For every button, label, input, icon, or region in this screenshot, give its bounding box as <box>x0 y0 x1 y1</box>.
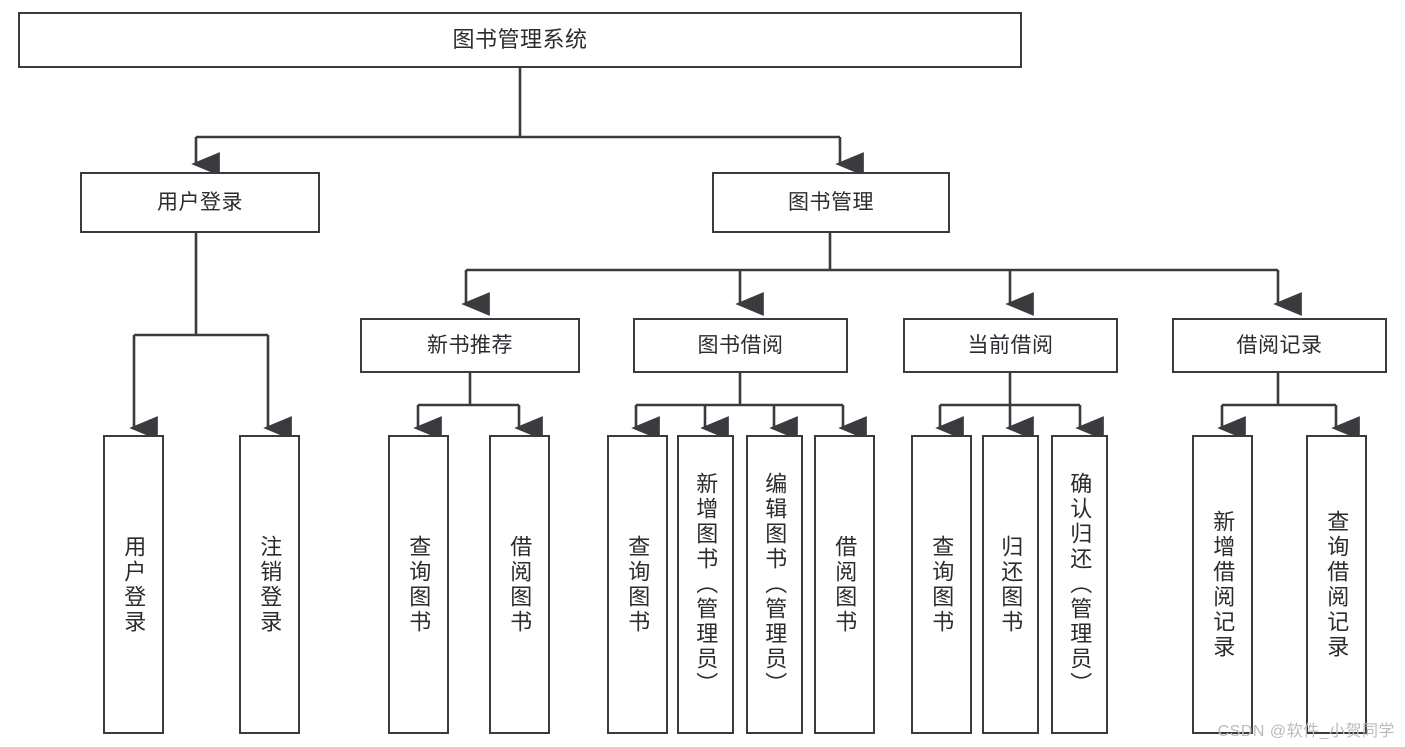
leaf-add-book-admin[interactable]: 新增图书（管理员） <box>677 435 734 734</box>
leaf-borrow-book[interactable]: 借阅图书 <box>814 435 875 734</box>
node-root-system[interactable]: 图书管理系统 <box>18 12 1022 68</box>
leaf-query-book-current[interactable]: 查询图书 <box>911 435 972 734</box>
leaf-add-borrow-record[interactable]: 新增借阅记录 <box>1192 435 1253 734</box>
leaf-confirm-return-admin[interactable]: 确认归还（管理员） <box>1051 435 1108 734</box>
node-current-borrow[interactable]: 当前借阅 <box>903 318 1118 373</box>
leaf-borrow-book-recommend[interactable]: 借阅图书 <box>489 435 550 734</box>
csdn-watermark: CSDN @软件_小贺同学 <box>1217 723 1395 740</box>
leaf-user-login[interactable]: 用户登录 <box>103 435 164 734</box>
node-user-login[interactable]: 用户登录 <box>80 172 320 233</box>
leaf-return-book[interactable]: 归还图书 <box>982 435 1039 734</box>
node-new-book-recommend[interactable]: 新书推荐 <box>360 318 580 373</box>
node-borrow-record[interactable]: 借阅记录 <box>1172 318 1387 373</box>
node-book-management[interactable]: 图书管理 <box>712 172 950 233</box>
leaf-query-borrow-record[interactable]: 查询借阅记录 <box>1306 435 1367 734</box>
leaf-user-logout[interactable]: 注销登录 <box>239 435 300 734</box>
leaf-edit-book-admin[interactable]: 编辑图书（管理员） <box>746 435 803 734</box>
leaf-query-book-recommend[interactable]: 查询图书 <box>388 435 449 734</box>
leaf-query-book-borrow[interactable]: 查询图书 <box>607 435 668 734</box>
node-book-borrow[interactable]: 图书借阅 <box>633 318 848 373</box>
